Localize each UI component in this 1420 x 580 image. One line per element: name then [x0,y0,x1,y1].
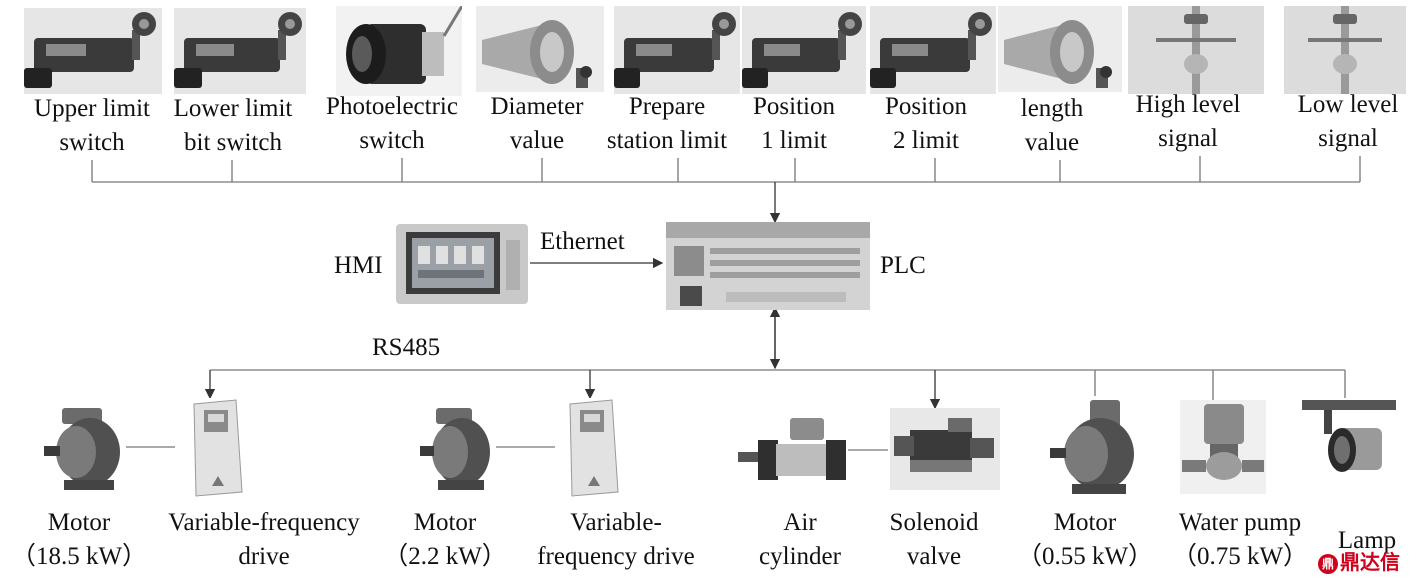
actuator-label-lamp: Lamp [1337,527,1397,554]
plc-icon [666,222,870,310]
motor-icon [40,400,126,496]
encoder-icon [476,6,604,92]
lamp-icon [1302,398,1396,490]
encoder-icon [998,6,1122,92]
hmi-touchscreen-icon [396,224,528,304]
actuator-label-motor-18-5kw: Motor（18.5 kW） [10,509,148,570]
photoelectric-sensor-icon [336,6,462,96]
limit-switch-icon [24,8,162,94]
motor-icon [1046,396,1142,498]
limit-switch-icon [742,6,866,94]
watermark-text: 鼎达信 [1340,550,1400,574]
ethernet-label: Ethernet [540,228,625,255]
hmi-label: HMI [334,252,383,279]
limit-switch-icon [614,6,740,94]
vfd-icon [562,398,622,498]
limit-switch-icon [870,6,996,94]
solenoid-valve-icon [890,408,1000,490]
actuator-label-water-pump: Water pump（0.75 kW） [1171,509,1309,570]
motor-icon [416,400,496,496]
actuator-label-variable-frequency-drive-2: Variable-frequency drive [537,509,695,570]
limit-switch-icon [174,8,306,94]
actuator-label-motor-0-55kw: Motor（0.55 kW） [1016,509,1154,570]
seal-icon: 鼎 [1318,553,1338,574]
watermark-logo: 鼎鼎达信 [1318,546,1400,575]
plc-label: PLC [880,252,926,279]
level-switch-icon [1128,6,1264,94]
level-switch-icon [1284,6,1406,94]
water-pump-icon [1180,400,1266,494]
air-cylinder-icon [736,414,848,490]
rs485-label: RS485 [372,334,441,361]
vfd-icon [186,398,246,498]
actuator-label-motor-2-2kw: Motor（2.2 kW） [383,509,507,570]
